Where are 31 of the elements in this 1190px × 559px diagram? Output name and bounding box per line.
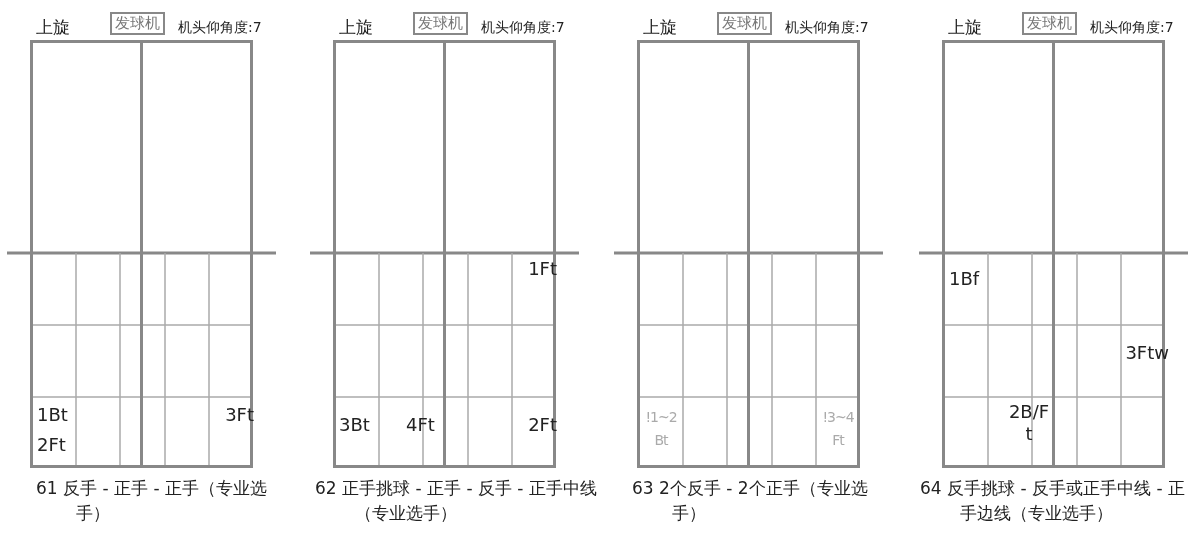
table-label: 61 反手 - 正手 - 正手（专业选手） [36,477,268,525]
spin-label: 上旋 [643,17,677,37]
table-tennis-table [333,40,556,468]
angle-label: 机头仰角度:7 [178,18,262,36]
spin-label: 上旋 [339,17,373,37]
machine-tag: 发球机 [413,12,468,35]
zone-label: !3~4 Ft [821,408,855,450]
angle-label: 机头仰角度:7 [785,18,869,36]
zone-label: 2Ft [37,434,66,456]
machine-tag: 发球机 [717,12,772,35]
angle-label: 机头仰角度:7 [1090,18,1174,36]
zone-label: 3Ft [225,404,254,426]
table-tennis-table [637,40,860,468]
zone-label: 3Ftw [1125,342,1169,364]
zone-label: 2B/F t [1007,401,1051,445]
angle-label: 机头仰角度:7 [481,18,565,36]
table-tennis-table [30,40,253,468]
table-label: 62 正手挑球 - 正手 - 反手 - 正手中线（专业选手） [315,477,598,525]
zone-label: !1~2 Bt [644,408,678,450]
machine-tag: 发球机 [1022,12,1077,35]
zone-label: 2Ft [528,414,557,436]
zone-label: 4Ft [406,414,435,436]
machine-tag: 发球机 [110,12,165,35]
spin-label: 上旋 [948,17,982,37]
zone-label: 3Bt [339,414,370,436]
zone-label: 1Bf [949,268,980,290]
zone-label: 1Ft [528,258,557,280]
table-label: 64 反手挑球 - 反手或正手中线 - 正手边线（专业选手） [920,477,1186,525]
table-label: 63 2个反手 - 2个正手（专业选手） [632,477,869,525]
spin-label: 上旋 [36,17,70,37]
zone-label: 1Bt [37,404,68,426]
